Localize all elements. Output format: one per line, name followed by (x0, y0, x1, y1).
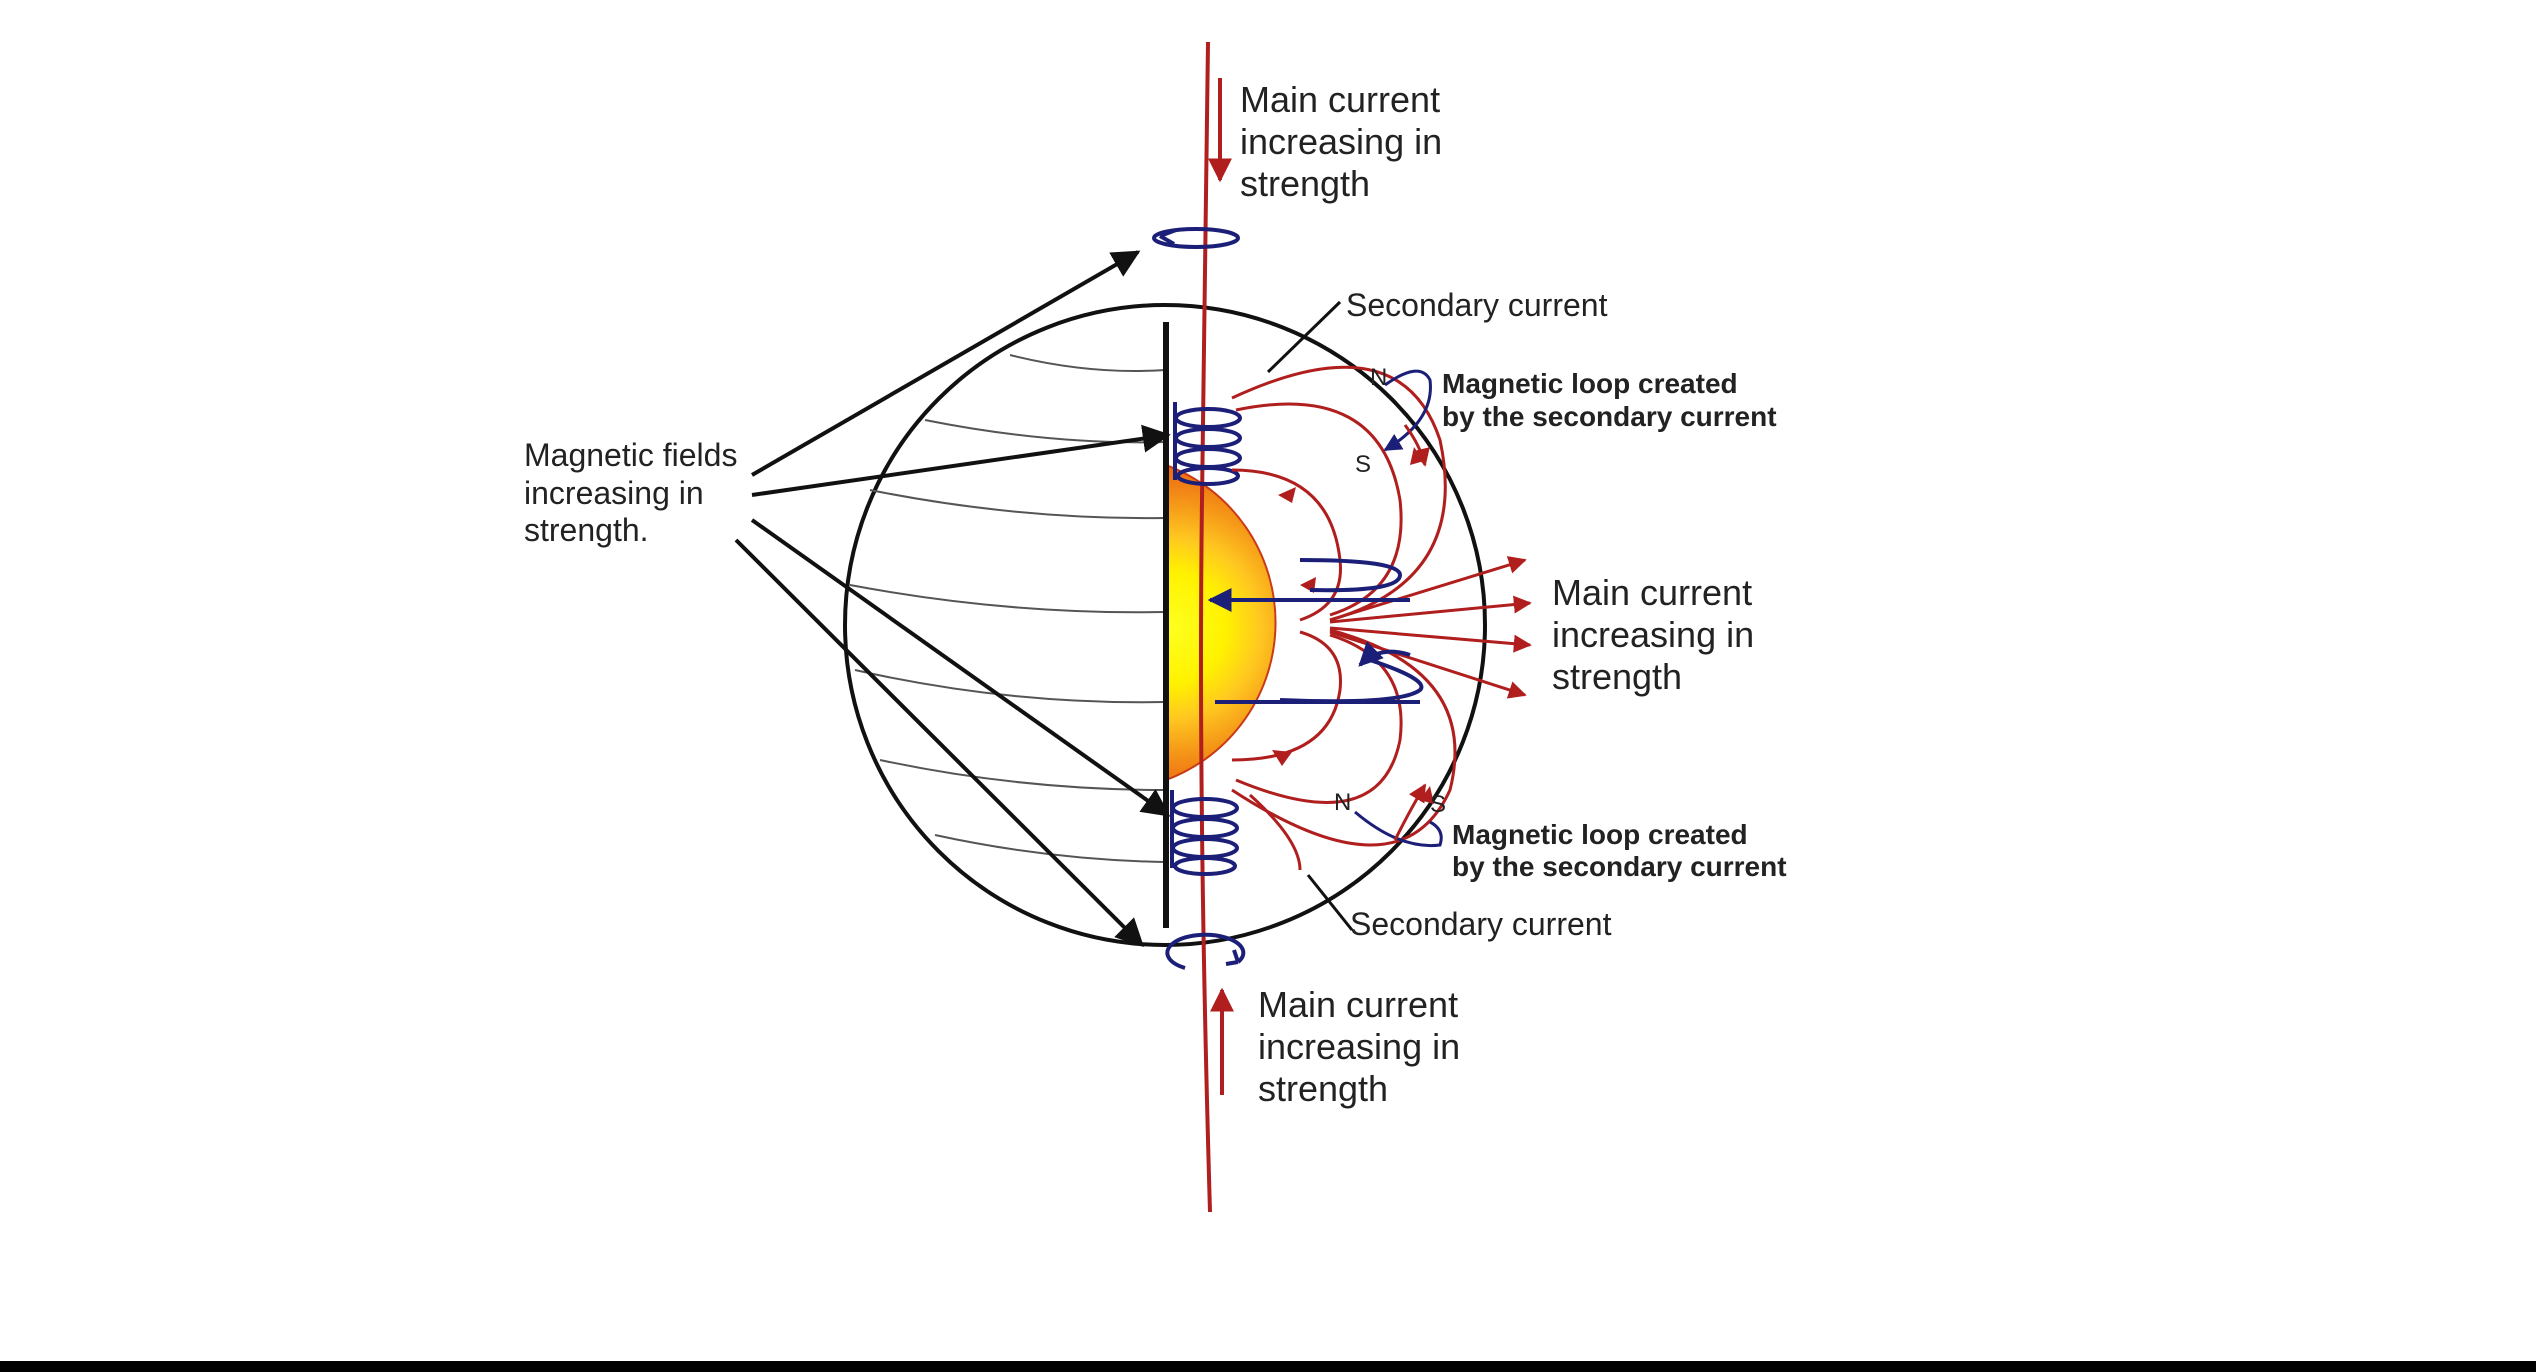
field-ring-top (1152, 227, 1240, 249)
main-current-top-line3: strength (1240, 163, 1370, 204)
magnetic-loop-top (1383, 369, 1432, 452)
main-current-bottom-line3: strength (1258, 1068, 1388, 1109)
magnetic-loop-top-line1: Magnetic loop created (1442, 368, 1738, 399)
earth-core-section (1165, 463, 1277, 782)
magnetic-fields-line1: Magnetic fields (524, 437, 737, 473)
pole-s-top-label: S (1355, 451, 1371, 478)
leader-lines (1266, 300, 1354, 931)
label-main-current-right: Main current increasing in strength (1552, 572, 1754, 697)
magnetic-fields-line2: increasing in (524, 475, 704, 511)
pole-s-bottom-label: S (1430, 791, 1446, 818)
main-current-right-arrows (1329, 556, 1532, 699)
magnetic-loop-top-red (1403, 424, 1430, 467)
main-current-right-line1: Main current (1552, 572, 1752, 613)
magnetic-loop-bottom-line1: Magnetic loop created (1452, 819, 1748, 850)
main-current-line (1199, 41, 1212, 1213)
latitude-lines (849, 354, 1166, 863)
secondary-current-bottom-label: Secondary current (1350, 906, 1612, 942)
main-current-bottom-line1: Main current (1258, 984, 1458, 1025)
magnetic-loop-bottom (1354, 810, 1443, 848)
magnetic-fields-line3: strength. (524, 512, 649, 548)
pole-n-bottom-label: N (1334, 789, 1351, 816)
pole-n-top-label: N (1370, 364, 1387, 391)
magnetic-loop-top-line2: by the secondary current (1442, 401, 1777, 432)
label-magnetic-loop-top: Magnetic loop created by the secondary c… (1442, 368, 1777, 432)
main-current-right-line3: strength (1552, 656, 1682, 697)
label-main-current-top: Main current increasing in strength (1240, 79, 1442, 204)
coil-top (1173, 402, 1242, 486)
main-current-right-line2: increasing in (1552, 614, 1754, 655)
magnetic-loop-bottom-line2: by the secondary current (1452, 851, 1787, 882)
earth-outline (843, 303, 1487, 947)
label-magnetic-fields: Magnetic fields increasing in strength. (524, 437, 737, 548)
main-current-top-line1: Main current (1240, 79, 1440, 120)
bottom-bar (0, 1361, 2536, 1372)
secondary-current-top-label: Secondary current (1346, 287, 1608, 323)
label-main-current-bottom: Main current increasing in strength (1258, 984, 1460, 1109)
main-current-top-line2: increasing in (1240, 121, 1442, 162)
main-current-bottom-line2: increasing in (1258, 1026, 1460, 1067)
field-ring-bottom (1165, 932, 1246, 970)
core-field-loops (1207, 558, 1424, 704)
magnetic-loop-bottom-red (1393, 783, 1427, 841)
label-magnetic-loop-bottom: Magnetic loop created by the secondary c… (1452, 819, 1787, 882)
coil-bottom (1170, 790, 1239, 876)
magnetic-fields-arrows (734, 250, 1171, 947)
